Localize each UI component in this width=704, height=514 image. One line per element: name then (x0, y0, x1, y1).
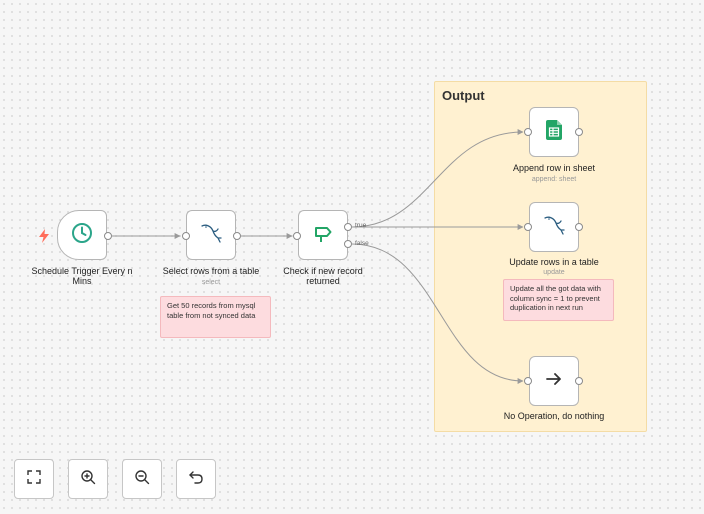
schedule-trigger-label: Schedule Trigger Every n Mins (31, 266, 133, 286)
zoom-out-button[interactable] (122, 459, 162, 499)
schedule-output-handle[interactable] (104, 232, 112, 240)
append-input-handle[interactable] (524, 128, 532, 136)
fit-view-button[interactable] (14, 459, 54, 499)
select-input-handle[interactable] (182, 232, 190, 240)
update-rows-subtitle: update (543, 269, 565, 276)
zoom-out-icon (134, 469, 150, 490)
no-operation-label: No Operation, do nothing (503, 411, 605, 421)
append-row-label: Append row in sheet (512, 163, 596, 173)
check-new-record-node[interactable] (298, 210, 348, 260)
undo-icon (188, 469, 204, 490)
append-output-handle[interactable] (575, 128, 583, 136)
reset-zoom-button[interactable] (176, 459, 216, 499)
update-rows-label: Update rows in a table (509, 257, 599, 267)
update-input-handle[interactable] (524, 223, 532, 231)
google-sheets-icon (546, 119, 562, 145)
append-row-node[interactable] (529, 107, 579, 157)
edge-true-to-append (351, 129, 524, 228)
arrow-right-icon (545, 371, 563, 392)
no-operation-node[interactable] (529, 356, 579, 406)
noop-output-handle[interactable] (575, 377, 583, 385)
append-row-subtitle: append: sheet (531, 176, 577, 183)
schedule-trigger-node[interactable] (57, 210, 107, 260)
check-new-record-label: Check if new record returned (283, 266, 363, 286)
fullscreen-icon (26, 469, 42, 490)
update-rows-node[interactable] (529, 202, 579, 252)
sticky-title: Output (442, 88, 485, 103)
select-rows-node[interactable] (186, 210, 236, 260)
false-branch-label: false (355, 240, 369, 247)
mysql-dolphin-icon (542, 214, 566, 241)
check-input-handle[interactable] (293, 232, 301, 240)
select-rows-subtitle: select (201, 279, 221, 286)
select-output-handle[interactable] (233, 232, 241, 240)
trigger-bolt-icon (38, 229, 50, 248)
clock-icon (71, 222, 93, 249)
true-branch-label: true (355, 222, 367, 229)
select-rows-note[interactable]: Get 50 records from mysql table from not… (160, 296, 271, 338)
noop-input-handle[interactable] (524, 377, 532, 385)
zoom-in-button[interactable] (68, 459, 108, 499)
check-true-handle[interactable] (344, 223, 352, 231)
edge-false-to-noop (351, 243, 524, 384)
check-false-handle[interactable] (344, 240, 352, 248)
zoom-in-icon (80, 469, 96, 490)
mysql-dolphin-icon (199, 222, 223, 249)
update-rows-note[interactable]: Update all the got data with column sync… (503, 279, 614, 321)
update-output-handle[interactable] (575, 223, 583, 231)
select-rows-label: Select rows from a table (162, 266, 260, 276)
signpost-icon (312, 223, 334, 248)
